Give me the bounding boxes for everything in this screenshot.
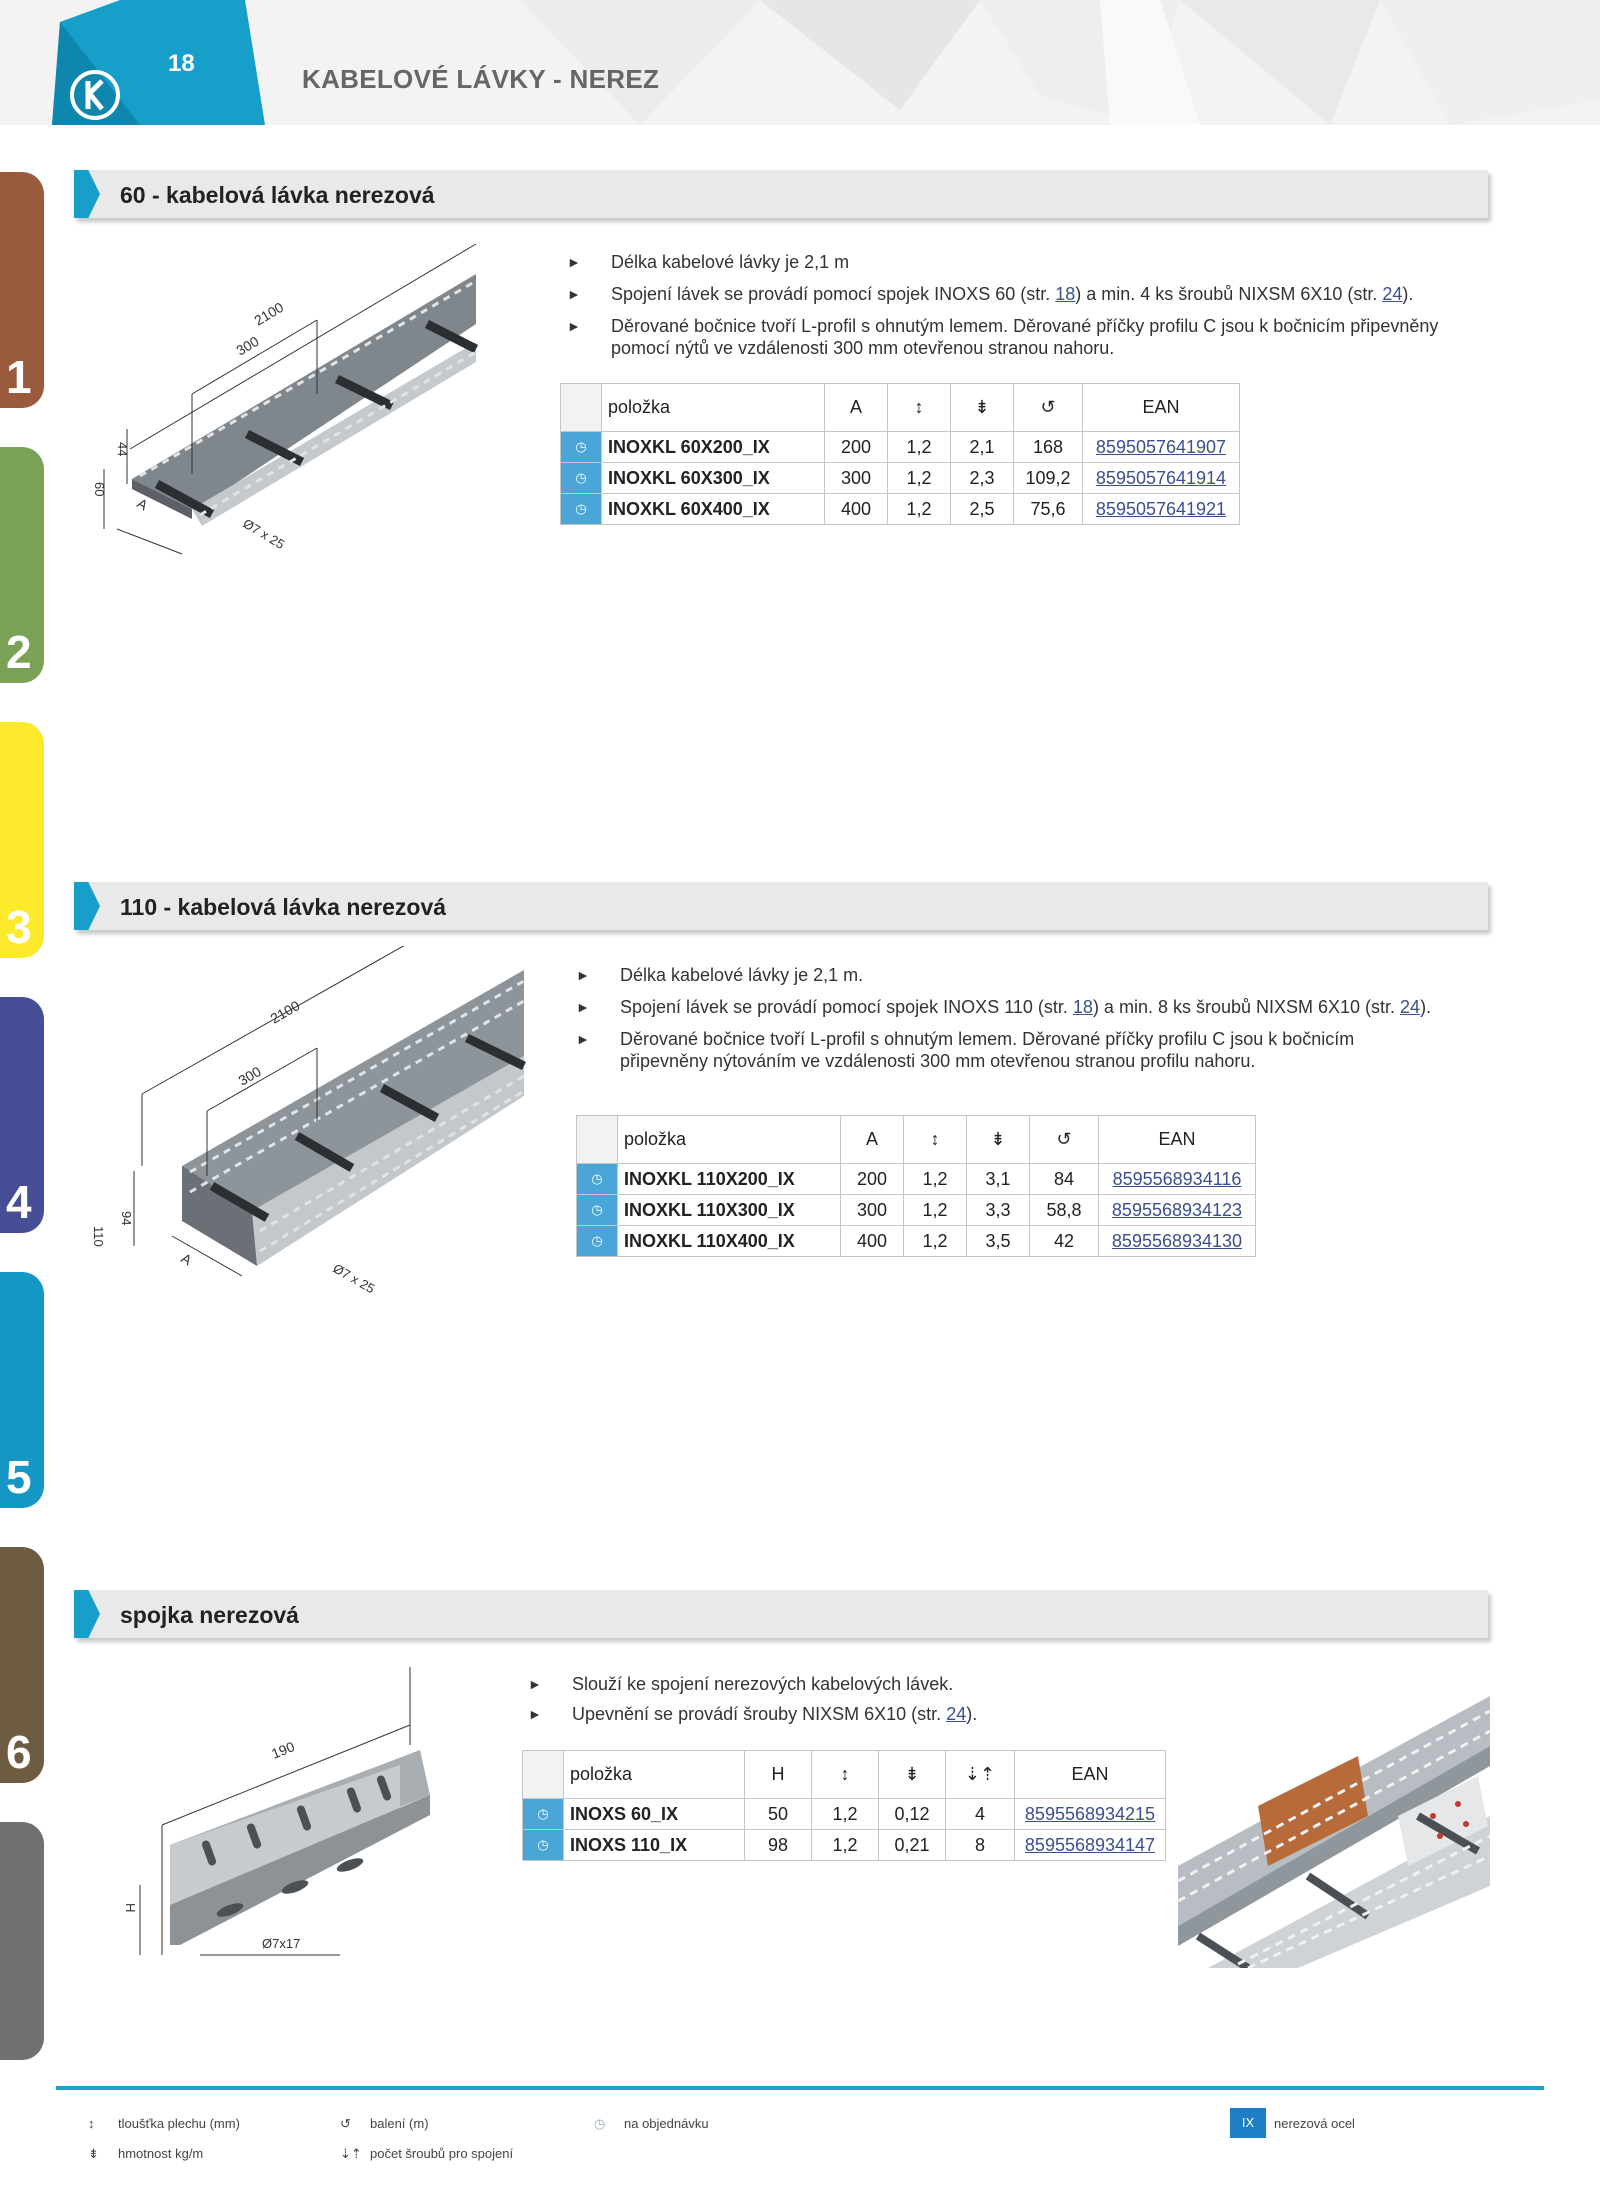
ean-link[interactable]: 8595568934215 [1014,1798,1166,1830]
weight-icon: ⇟ [966,1115,1030,1164]
weight-icon: ⇟ [88,2146,99,2161]
svg-text:A: A [134,495,151,514]
thickness-icon: ↕ [903,1115,967,1164]
weight-icon: ⇟ [950,383,1014,432]
screws-icon: ⇣⇡ [945,1750,1015,1799]
stainless-label: nerezová ocel [1274,2116,1355,2131]
svg-text:60: 60 [92,482,107,496]
table-row: ◷ INOXKL 110X300_IX 300 1,2 3,3 58,8 859… [576,1194,1256,1226]
weight-icon: ⇟ [878,1750,946,1799]
table-row: ◷ INOXS 110_IX 98 1,2 0,21 8 85955689341… [522,1829,1166,1861]
bullet-arrow-icon: ► [567,286,581,302]
page-link[interactable]: 24 [1400,997,1421,1017]
bullet-arrow-icon: ► [576,1031,590,1047]
section-arrow-icon [74,1590,100,1638]
svg-text:190: 190 [269,1738,297,1762]
section-arrow-icon [74,170,100,218]
on-order-icon: ◷ [576,1163,618,1195]
cable-tray-60-drawing: 2100 300 44 60 A Ø7 x 25 [92,244,479,555]
page-number: 18 [168,50,195,77]
section-arrow-icon [74,882,100,930]
on-order-icon: ◷ [522,1829,564,1861]
side-tab-6[interactable]: 6 [0,1547,44,1783]
cable-tray-110-drawing: 2100 300 94 110 A Ø7 x 25 [91,946,526,1297]
bullet-arrow-icon: ► [528,1706,542,1722]
bullet-arrow-icon: ► [567,318,581,334]
bullet-arrow-icon: ► [528,1676,542,1692]
table-row: ◷ INOXKL 60X200_IX 200 1,2 2,1 168 85950… [560,431,1240,463]
svg-text:Ø7x17: Ø7x17 [262,1936,300,1951]
thickness-icon: ↕ [88,2116,95,2131]
on-order-icon: ◷ [576,1194,618,1226]
svg-text:94: 94 [119,1211,134,1225]
svg-text:2100: 2100 [268,997,303,1027]
legend-item: ↺balení (m) [340,2116,429,2131]
stainless-badge: IX [1230,2108,1266,2138]
package-icon: ↺ [1029,1115,1099,1164]
on-order-icon: ◷ [594,2116,606,2131]
side-tab-1[interactable]: 1 [0,172,44,408]
footer-divider [56,2086,1544,2090]
svg-text:A: A [179,1250,196,1269]
svg-text:Ø7 x 25: Ø7 x 25 [240,516,287,552]
section-header-110: 110 - kabelová lávka nerezová [74,882,1488,930]
page-link[interactable]: 24 [1382,284,1403,304]
legend-item: ◷na objednávku [594,2116,709,2131]
company-logo [70,70,120,120]
product-table-60: položka A ↕ ⇟ ↺ EAN ◷ INOXKL 60X200_IX 2… [560,383,1240,525]
side-tab-index[interactable]: rejstřík [0,1822,119,2060]
header-background [0,0,1600,125]
on-order-icon: ◷ [560,431,602,463]
legend-item: ⇣⇡počet šroubů pro spojení [340,2146,514,2161]
on-order-icon: ◷ [576,1225,618,1257]
bullet-arrow-icon: ► [567,254,581,270]
thickness-icon: ↕ [811,1750,879,1799]
page-link[interactable]: 24 [946,1704,967,1724]
page-title: KABELOVÉ LÁVKY - NEREZ [302,64,660,94]
svg-text:110: 110 [91,1226,106,1247]
legend-item: ↕tloušťka plechu (mm) [88,2116,240,2131]
page-link[interactable]: 18 [1055,284,1076,304]
table-row: ◷ INOXKL 60X300_IX 300 1,2 2,3 109,2 859… [560,462,1240,494]
on-order-icon: ◷ [560,462,602,494]
table-row: ◷ INOXKL 110X200_IX 200 1,2 3,1 84 85955… [576,1163,1256,1195]
ean-link[interactable]: 8595568934116 [1098,1163,1256,1195]
side-tab-3[interactable]: 3 [0,722,44,958]
package-icon: ↺ [340,2116,351,2131]
legend-item: ⇟hmotnost kg/m [88,2146,204,2161]
bullet-arrow-icon: ► [576,967,590,983]
section-header-coupler: spojka nerezová [74,1590,1488,1638]
page-link[interactable]: 18 [1072,997,1093,1017]
svg-text:300: 300 [236,1063,264,1089]
bullet-arrow-icon: ► [576,999,590,1015]
svg-text:Ø7 x 25: Ø7 x 25 [331,1261,378,1297]
table-row: ◷ INOXKL 110X400_IX 400 1,2 3,5 42 85955… [576,1225,1256,1257]
ean-link[interactable]: 8595568934123 [1098,1194,1256,1226]
svg-text:44: 44 [115,442,130,456]
ean-link[interactable]: 8595057641921 [1082,493,1240,525]
ean-link[interactable]: 8595057641914 [1082,462,1240,494]
table-row: ◷ INOXS 60_IX 50 1,2 0,12 4 859556893421… [522,1798,1166,1830]
ean-link[interactable]: 8595568934130 [1098,1225,1256,1257]
thickness-icon: ↕ [887,383,951,432]
side-tab-5[interactable]: 5 [0,1272,44,1508]
side-tab-2[interactable]: 2 [0,447,44,683]
side-tab-4[interactable]: 4 [0,997,44,1233]
package-icon: ↺ [1013,383,1083,432]
ean-link[interactable]: 8595057641907 [1082,431,1240,463]
ean-link[interactable]: 8595568934147 [1014,1829,1166,1861]
product-table-110: položka A ↕ ⇟ ↺ EAN ◷ INOXKL 110X200_IX … [576,1115,1256,1257]
coupler-drawing: 190 H Ø7x17 [123,1667,430,1956]
coupler-installed-photo [1178,1676,1490,1968]
on-order-icon: ◷ [560,493,602,525]
product-table-coupler: položka H ↕ ⇟ ⇣⇡ EAN ◷ INOXS 60_IX 50 1,… [522,1750,1166,1861]
screws-icon: ⇣⇡ [340,2146,362,2161]
table-row: ◷ INOXKL 60X400_IX 400 1,2 2,5 75,6 8595… [560,493,1240,525]
on-order-icon: ◷ [522,1798,564,1830]
section-header-60: 60 - kabelová lávka nerezová [74,170,1488,218]
svg-text:H: H [123,1903,138,1912]
svg-text:2100: 2100 [251,299,286,329]
